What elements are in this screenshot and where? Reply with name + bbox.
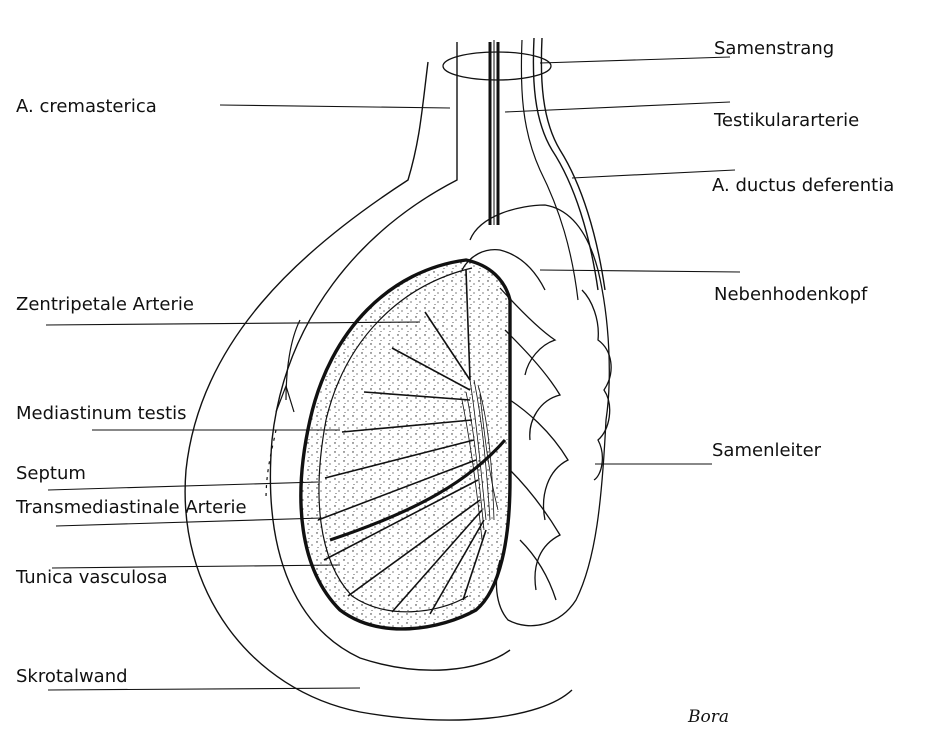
label-septum: Septum: [16, 463, 86, 485]
label-samenleiter: Samenleiter: [712, 440, 821, 462]
artist-signature: Bora: [688, 707, 729, 727]
label-zentripetale-arterie: Zentripetale Arterie: [16, 294, 194, 316]
label-samenstrang: Samenstrang: [714, 38, 834, 60]
label-skrotalwand: Skrotalwand: [16, 666, 128, 688]
testis: [301, 260, 510, 629]
label-testikulararterie: Testikulararterie: [714, 110, 859, 132]
label-a-cremasterica: A. cremasterica: [16, 96, 157, 118]
label-nebenhodenkopf: Nebenhodenkopf: [714, 284, 867, 306]
label-tunica-vasculosa: Tunica vasculosa: [16, 567, 168, 589]
label-a-ductus-deferentia: A. ductus deferentia: [712, 175, 894, 197]
label-transmediastinale-arterie: Transmediastinale Arterie: [16, 497, 247, 519]
label-mediastinum-testis: Mediastinum testis: [16, 403, 187, 425]
